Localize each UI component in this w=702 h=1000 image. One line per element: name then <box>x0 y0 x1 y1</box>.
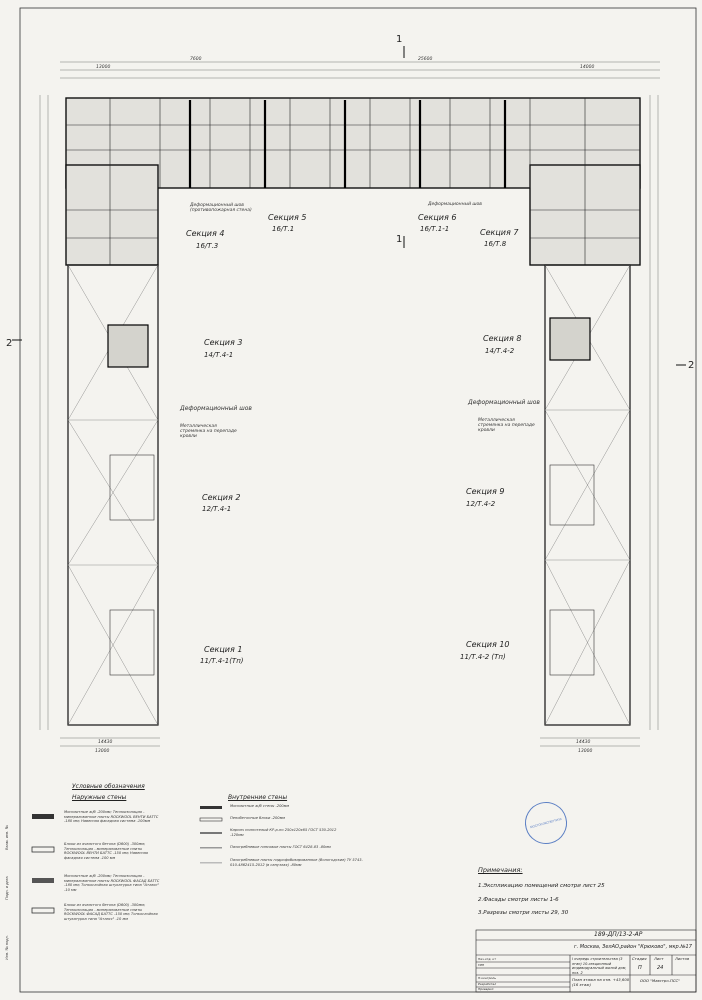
section-1-sub: 11/Т.4-1(Тп) <box>200 657 244 665</box>
note-2: 2.Фасады смотри листы 1-6 <box>478 897 559 903</box>
roof-ladder-right: Металлическая стремянка на перепаде кров… <box>478 418 535 433</box>
sheets-header: Листов <box>675 956 690 961</box>
section-1-title: Секция 1 <box>204 645 243 654</box>
top-dimensions <box>60 61 660 79</box>
cut-mark-bottom: 1 <box>396 234 403 245</box>
section-7-title: Секция 7 <box>480 228 519 237</box>
section-3-sub: 14/Т.4-1 <box>204 351 234 359</box>
section-cut-lines <box>12 46 686 366</box>
right-wing <box>544 264 631 726</box>
deform-joint-right: Деформационный шов <box>428 202 482 207</box>
legend-inner-3: Кирпич полнотелый КР-р-по 250х120х65 ГОС… <box>230 828 337 837</box>
dim-bottom-b: 13000 <box>578 749 593 754</box>
section-9-title: Секция 9 <box>466 487 505 496</box>
bottom-dimensions <box>60 737 640 747</box>
section-8-sub: 14/Т.4-2 <box>485 347 515 355</box>
cut-mark-top: 1 <box>396 34 403 45</box>
section-6-title: Секция 6 <box>418 213 457 222</box>
legend-title: Условные обозначения <box>72 783 145 790</box>
section-6-sub: 16/Т.1-1 <box>420 225 450 233</box>
dim-top-b: 7600 <box>190 57 202 62</box>
organization: ООО "Маэстро-ПСС" <box>640 978 680 983</box>
signature-row-3: Н.контроль <box>478 976 496 980</box>
section-4-sub: 16/Т.3 <box>196 242 219 250</box>
dim-left-w: 14430 <box>98 740 113 745</box>
dim-top-a: 13000 <box>96 65 111 70</box>
note-3: 3.Разрезы смотри листы 29, 30 <box>478 910 569 916</box>
section-5-sub: 16/Т.1 <box>272 225 295 233</box>
legend-outer-2: Блоки из ячеистого бетона (D600) -300мм;… <box>64 842 148 860</box>
dim-right-w: 14430 <box>576 740 591 745</box>
deform-joint-mid-left: Деформационный шов <box>180 405 252 412</box>
signature-row-4: Разработал <box>478 982 497 986</box>
section-2-title: Секция 2 <box>202 493 241 502</box>
object-address: г. Москва, ЗелАО,район "Крюково", мкр.№1… <box>574 944 692 950</box>
sheet-header: Лист <box>654 956 664 961</box>
deform-joint-mid: Деформационный шов <box>468 399 540 406</box>
deform-joint-left: Деформационный шов (противопожарная стен… <box>190 203 252 213</box>
notes-title: Примечания: <box>478 866 523 874</box>
signature-row-2: ГИП <box>478 963 485 967</box>
legend-outer-head: Наружные стены <box>72 794 127 801</box>
legend-inner-head: Внутренние стены <box>228 794 288 801</box>
legend-swatches <box>31 806 223 914</box>
note-1: 1.Экспликацию помещений смотри лист 25 <box>478 883 605 889</box>
section-9-sub: 12/Т.4-2 <box>466 500 496 508</box>
top-wing <box>65 97 641 266</box>
stage-header: Стадия <box>632 956 647 961</box>
legend-inner-1: Монолитные ж/б стены -200мм <box>230 804 290 808</box>
legend-inner-2: Пенобетонные блоки -200мм <box>230 816 286 820</box>
section-5-title: Секция 5 <box>268 213 307 222</box>
side-label-2: Подп. и дата <box>4 876 9 900</box>
sheet-frame <box>19 7 697 993</box>
section-3-title: Секция 3 <box>204 338 243 347</box>
section-2-sub: 12/Т.4-1 <box>202 505 232 513</box>
section-10-title: Секция 10 <box>466 640 510 649</box>
section-4-title: Секция 4 <box>186 229 225 238</box>
dim-bottom-a: 13000 <box>95 749 110 754</box>
legend-outer-4: Блоки из ячеистого бетона (D600) -300мм;… <box>64 903 158 921</box>
sheet-value: 24 <box>657 965 664 971</box>
section-10-sub: 11/Т.4-2 (Тп) <box>460 653 506 661</box>
cut-mark-right: 2 <box>688 360 695 371</box>
legend-inner-4: Пазогребневые гипсовые плиты ГОСТ 6428-8… <box>230 845 331 849</box>
side-label-1: Взам. инв. № <box>4 825 9 850</box>
title-block-lines <box>475 929 697 993</box>
dim-top-total: 25600 <box>418 57 433 62</box>
stamp-text: МОСГОСЭКСПЕРТИЗА <box>529 816 563 830</box>
section-7-sub: 16/Т.8 <box>484 240 507 248</box>
drawing-title: План этажа на отм. +43,600 (16 этаж) <box>572 977 630 987</box>
side-dimensions <box>39 95 659 730</box>
doc-code: 189-ДП/13-2-АР <box>594 931 643 938</box>
section-8-title: Секция 8 <box>483 334 522 343</box>
legend-outer-1: Монолитные ж/б -200мм; Теплоизоляция - м… <box>64 810 159 824</box>
cut-mark-left: 2 <box>6 338 13 349</box>
stage-value: П <box>638 965 642 971</box>
legend-outer-3: Монолитные ж/б -200мм; Теплоизоляция - м… <box>64 874 160 892</box>
side-label-3: Инв. № подл. <box>4 935 9 960</box>
roof-ladder-left: Металлическая стремянка на перепаде кров… <box>180 424 237 439</box>
legend-inner-5: Пазогребневые плиты гидрофобизированные … <box>230 858 363 867</box>
signature-row-1: Нач.отд. кт <box>478 957 496 961</box>
left-wing <box>67 264 159 726</box>
dim-top-c: 14000 <box>580 65 595 70</box>
object-description: I очередь строительства (3 этап) 10-секц… <box>572 957 627 975</box>
signature-row-5: Проверил <box>478 987 494 991</box>
